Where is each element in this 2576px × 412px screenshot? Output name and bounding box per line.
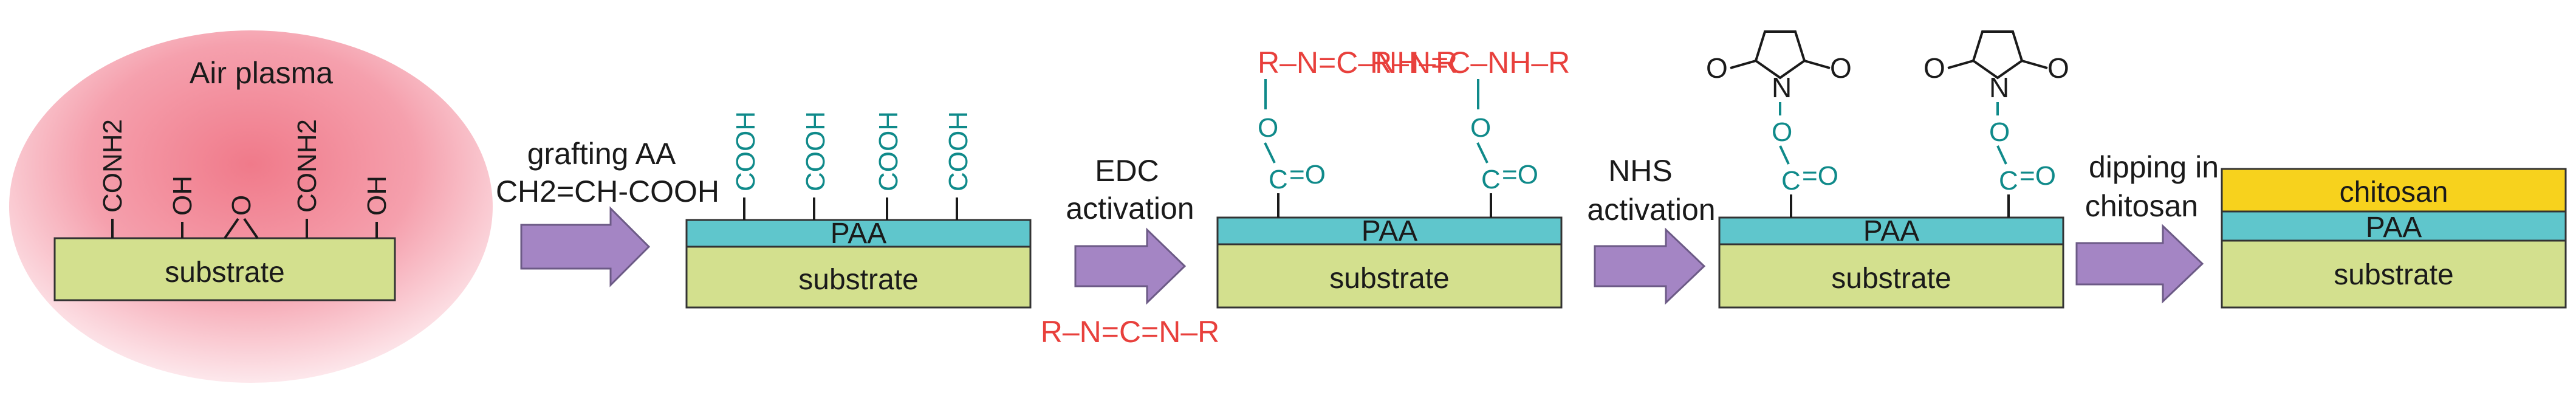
nhs-ester-group: O O N O C =O: [1706, 30, 1852, 218]
epoxide-o-label: O: [227, 195, 256, 216]
oh-label: OH: [362, 176, 392, 216]
carbonyl-c-label: C: [1999, 166, 2018, 196]
arrow-grafting-aa: grafting AA CH2=CH-COOH: [496, 137, 719, 287]
step-grafted-paa: PAA substrate COOH COOH COOH COOH: [685, 111, 1032, 309]
substrate-layer: [53, 237, 396, 301]
oh-label: OH: [168, 176, 197, 216]
edc-activation-label: activation: [1066, 191, 1194, 225]
paa-label: PAA: [1362, 215, 1417, 247]
ester-o-label: O: [1772, 117, 1792, 147]
carbonyl-o-label: O: [1706, 52, 1728, 84]
group-conh2: CONH2: [98, 119, 128, 238]
succinimide-ring: [1754, 30, 1806, 80]
step-chitosan-coating: chitosan PAA substrate: [2221, 168, 2567, 309]
svg-text:CONH2: CONH2: [98, 119, 128, 213]
step-edc-intermediate: PAA substrate R–N=C–NH–R O C =O R–N=C–NH…: [1216, 46, 1570, 309]
ester-o-label: O: [1258, 113, 1278, 143]
process-arrow: [2075, 224, 2204, 304]
succinimide-ring: [1971, 30, 2024, 80]
carbonyl-o-label: =O: [1802, 161, 1838, 191]
paa-label: PAA: [2366, 211, 2422, 244]
ester-o-label: O: [1989, 117, 2010, 147]
chitosan-step-label: chitosan: [2085, 189, 2198, 223]
imide-n-label: N: [1989, 72, 2009, 103]
paa-label: PAA: [831, 218, 886, 250]
carbonyl-o-label: =O: [1502, 160, 1538, 190]
cooh-label: COOH: [874, 111, 903, 191]
o-acylisourea-group: R–N=C–NH–R O C =O: [1258, 46, 1458, 218]
nhs-ester-group: O O N O C =O: [1923, 30, 2069, 218]
group-cooh: COOH: [874, 111, 903, 220]
carbonyl-o-label: O: [2047, 52, 2069, 84]
edc-reagent-formula: R–N=C=N–R: [1041, 315, 1220, 349]
group-oh: OH: [168, 176, 197, 238]
paa-layer: [685, 219, 1032, 248]
o-acylisourea-group: R–N=C–NH–R O C =O: [1370, 46, 1570, 218]
cooh-label: COOH: [944, 111, 973, 191]
process-arrow: [1074, 227, 1187, 305]
isourea-label: R–N=C–NH–R: [1258, 46, 1458, 80]
substrate-layer: [1216, 243, 1563, 309]
cooh-label: COOH: [801, 111, 831, 191]
carbonyl-o-label: O: [1830, 52, 1852, 84]
acrylic-acid-formula: CH2=CH-COOH: [496, 174, 719, 208]
substrate-label: substrate: [1831, 263, 1951, 295]
nhs-activation-label: activation: [1587, 193, 1715, 227]
imide-n-label: N: [1772, 72, 1792, 103]
carbonyl-o-label: O: [1923, 52, 1945, 84]
group-cooh: COOH: [731, 111, 761, 220]
grafting-aa-label: grafting AA: [527, 137, 676, 171]
substrate-layer: [685, 245, 1032, 309]
dipping-label: dipping in: [2089, 150, 2219, 184]
nhs-label: NHS: [1608, 154, 1673, 188]
substrate-layer: [1718, 243, 2064, 309]
carbonyl-c-label: C: [1781, 166, 1801, 196]
chitosan-label: chitosan: [2340, 176, 2448, 208]
arrow-dipping-chitosan: dipping in chitosan: [2075, 150, 2219, 304]
substrate-label: substrate: [1329, 263, 1449, 295]
carbonyl-o-label: =O: [1289, 160, 1326, 190]
paa-layer: [2221, 210, 2567, 242]
substrate-label: substrate: [798, 264, 918, 296]
cooh-label: COOH: [731, 111, 761, 191]
arrow-nhs-activation: NHS activation: [1587, 154, 1716, 305]
edc-label: EDC: [1095, 154, 1159, 188]
process-arrow: [1594, 227, 1706, 305]
step-air-plasma: Air plasma substrate CONH2 OH O CONH2 OH: [9, 30, 493, 383]
step-nhs-ester: PAA substrate O O N O C =O O O N O: [1706, 30, 2069, 309]
group-epoxide: O: [224, 195, 259, 239]
process-arrow: [520, 206, 651, 287]
arrow-edc-activation: EDC activation R–N=C=N–R: [1041, 154, 1220, 349]
substrate-label: substrate: [165, 256, 284, 289]
carbonyl-c-label: C: [1269, 165, 1288, 194]
isourea-label: R–N=C–NH–R: [1370, 46, 1570, 80]
carbonyl-o-label: =O: [2019, 161, 2056, 191]
substrate-label: substrate: [2334, 259, 2453, 291]
paa-layer: [1718, 216, 2064, 245]
substrate-layer: [2221, 239, 2567, 309]
chitosan-layer: [2221, 168, 2567, 213]
group-cooh: COOH: [801, 111, 831, 220]
paa-layer: [1216, 216, 1563, 245]
carbonyl-c-label: C: [1481, 165, 1501, 194]
ester-o-label: O: [1470, 113, 1491, 143]
paa-label: PAA: [1863, 215, 1919, 247]
group-cooh: COOH: [944, 111, 973, 220]
group-conh2: CONH2: [292, 119, 322, 238]
group-oh: OH: [362, 176, 392, 238]
conh2-label: CONH2: [98, 119, 128, 213]
conh2-label: CONH2: [292, 119, 322, 213]
air-plasma-label: Air plasma: [190, 56, 333, 90]
